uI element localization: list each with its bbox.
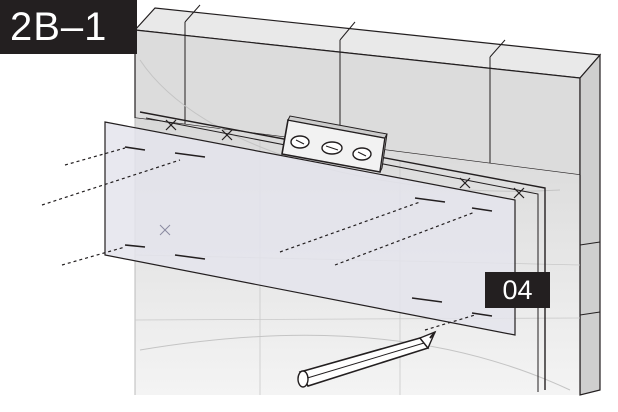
pencil-icon [297,330,437,388]
mounting-rail [139,111,546,390]
mounting-template [41,121,516,336]
rail-x-marks [165,119,525,199]
projection-lines [41,147,476,331]
template-sheet [104,121,516,336]
step-badge: 2B–1 [0,0,137,54]
spirit-level-icon [281,115,388,173]
wall-side-face [579,53,601,396]
template-hole-marks [124,146,493,317]
callout-number: 04 [485,272,550,308]
